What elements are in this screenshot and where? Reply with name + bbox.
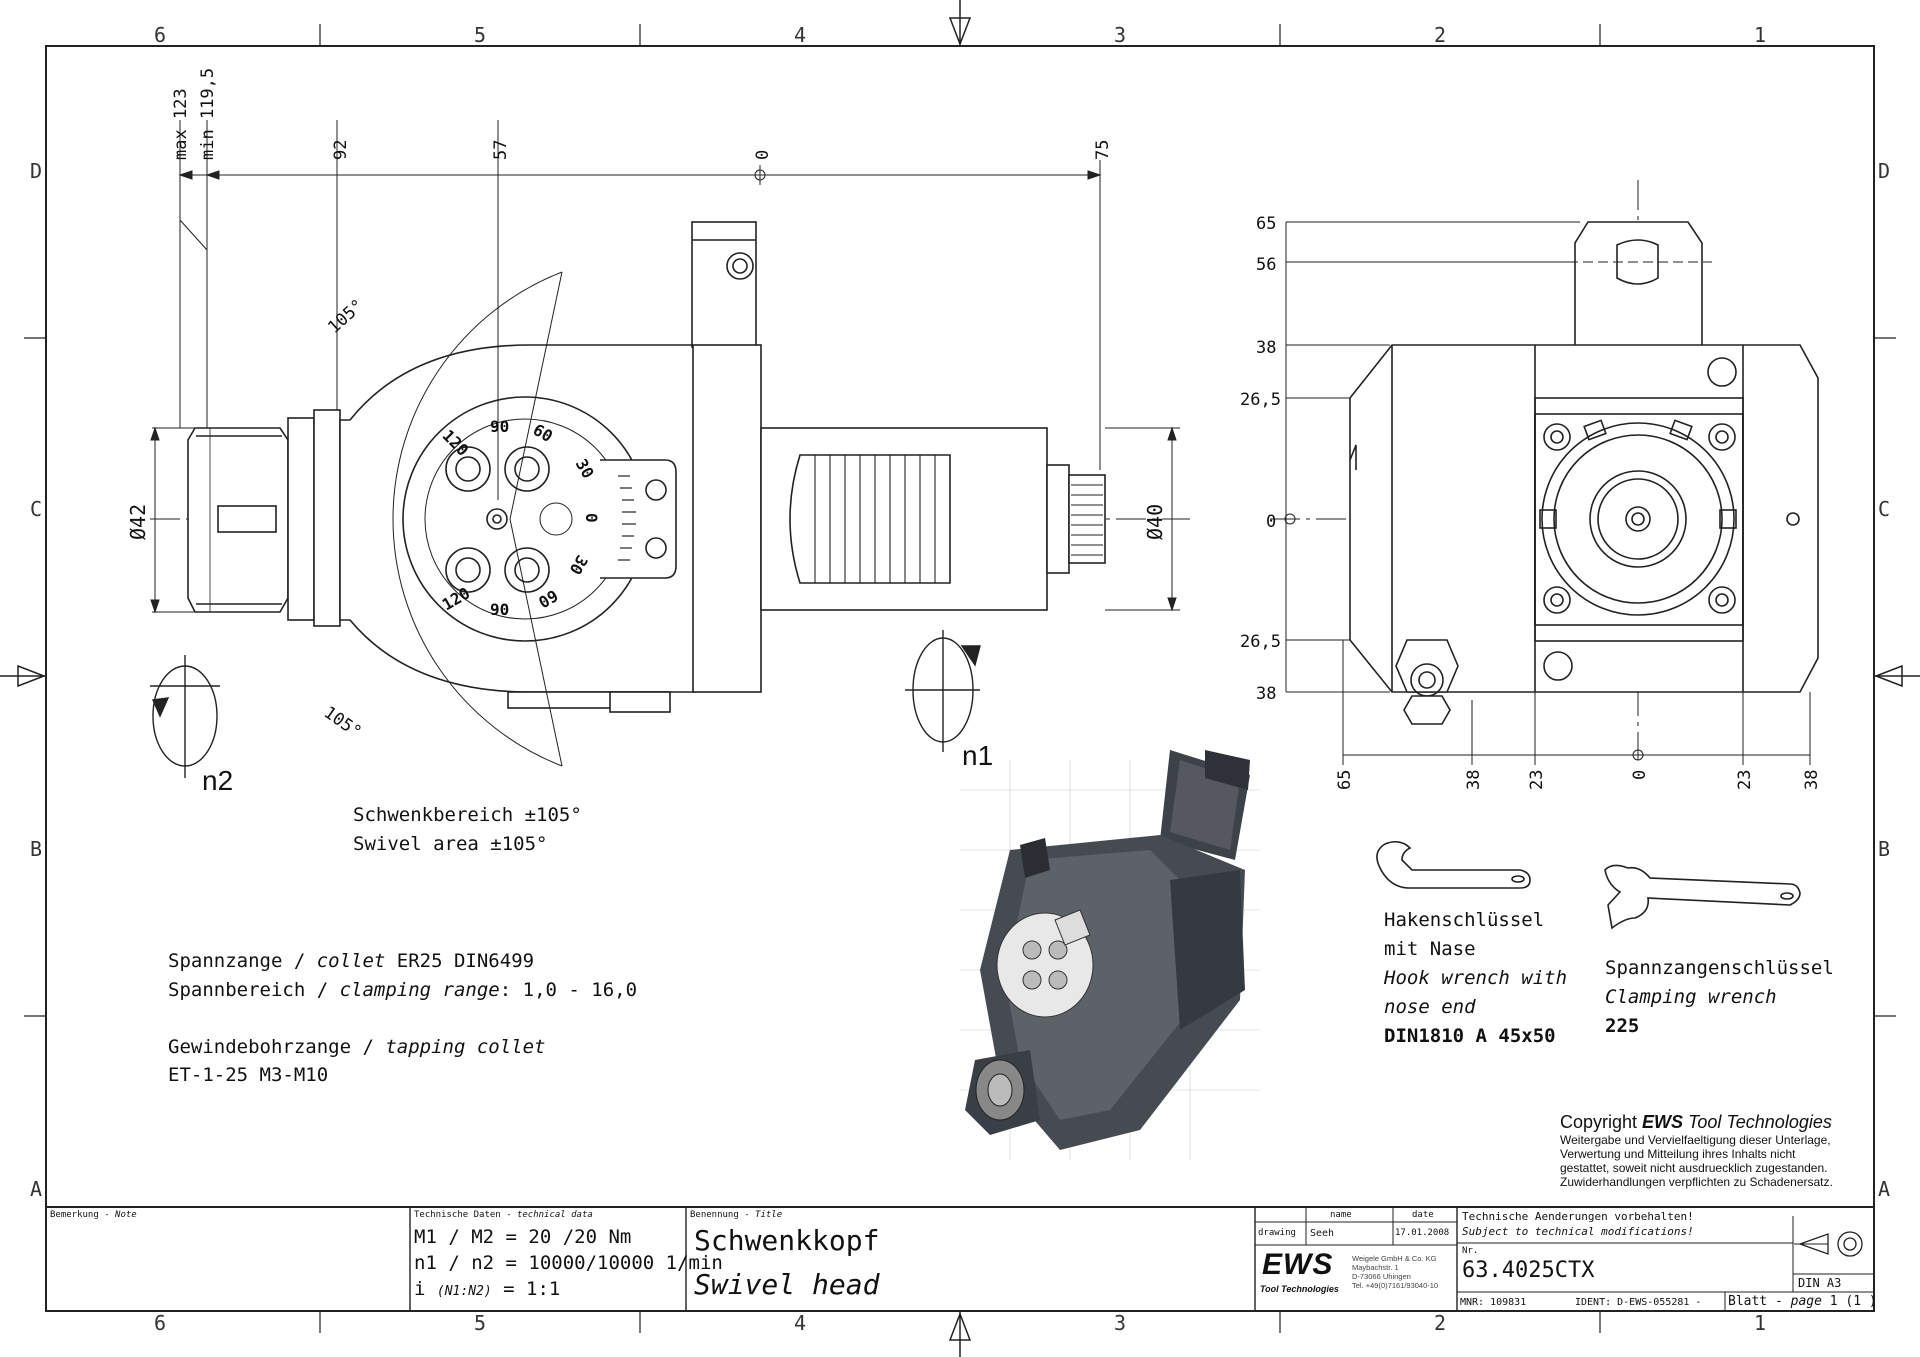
col-label-bottom: 3 <box>1114 1311 1126 1335</box>
frame-labels: 6 5 4 3 2 1 6 5 4 3 2 1 D C B A D C B A <box>30 23 1890 1335</box>
angle-top: 105° <box>324 296 368 338</box>
svg-text:38: 38 <box>1256 684 1276 704</box>
svg-text:26,5: 26,5 <box>1240 632 1281 652</box>
title-label: Benennung - Title <box>690 1210 783 1220</box>
dim-min-119: min 119,5 <box>198 68 218 160</box>
drawing-author: Seeh <box>1310 1228 1335 1239</box>
hook-wrench-icon <box>1376 840 1531 889</box>
material-number: MNR: 109831 <box>1460 1297 1527 1308</box>
svg-text:65: 65 <box>1256 214 1276 234</box>
col-label-bottom: 1 <box>1754 1311 1766 1335</box>
row-label-right: D <box>1878 159 1890 183</box>
note-label: Bemerkung - Note <box>50 1210 137 1220</box>
svg-text:0: 0 <box>582 513 601 523</box>
row-label-right: C <box>1878 497 1890 521</box>
top-bracket <box>691 221 757 348</box>
swivel-arc <box>392 271 563 767</box>
svg-text:38: 38 <box>1256 338 1276 358</box>
product-3d-render <box>960 750 1260 1160</box>
main-housing <box>692 344 762 693</box>
dim-57: 57 <box>491 140 511 160</box>
col-label-top: 2 <box>1434 23 1446 47</box>
clamping-wrench-label: Spannzangenschlüssel Clamping wrench 225 <box>1605 957 1834 1037</box>
svg-text:23: 23 <box>1527 770 1547 790</box>
label-n2: n2 <box>202 765 233 796</box>
row-label-left: B <box>30 837 42 861</box>
speed-spec: n1 / n2 = 10000/10000 1/min <box>414 1252 723 1274</box>
ews-logo-sub: Tool Technologies <box>1260 1284 1339 1294</box>
swivel-range-de: Schwenkbereich ±105° <box>353 804 582 826</box>
svg-text:38: 38 <box>1802 770 1822 790</box>
row-label-right: A <box>1878 1177 1890 1201</box>
clamping-range-spec: Spannbereich / clamping range: 1,0 - 16,… <box>168 979 638 1001</box>
drawing-title-de: Schwenkkopf <box>694 1224 880 1257</box>
svg-text:65: 65 <box>1335 770 1355 790</box>
side-view <box>1270 180 1820 765</box>
swivel-range-en: Swivel area ±105° <box>353 833 548 855</box>
label-n1: n1 <box>962 740 993 771</box>
svg-text:26,5: 26,5 <box>1240 390 1281 410</box>
modification-note-de: Technische Aenderungen vorbehalten! <box>1462 1210 1694 1223</box>
tech-data-label: Technische Daten - technical data <box>414 1210 593 1220</box>
dim-92: 92 <box>331 140 351 160</box>
svg-text:0: 0 <box>1266 512 1276 532</box>
drawing-title-en: Swivel head <box>694 1268 880 1301</box>
drawing-number: 63.4025CTX <box>1462 1258 1595 1283</box>
col-label-bottom: 5 <box>474 1311 486 1335</box>
svg-text:23: 23 <box>1735 770 1755 790</box>
tapping-collet-size: ET-1-25 M3-M10 <box>168 1064 329 1086</box>
copyright-notice: Copyright EWS Tool Technologies Weiterga… <box>1560 1112 1833 1189</box>
svg-text:0: 0 <box>1630 770 1650 780</box>
col-label-bottom: 6 <box>154 1311 166 1335</box>
front-view <box>150 120 1190 778</box>
ratio-spec: i (N1:N2) = 1:1 <box>414 1278 561 1300</box>
ews-logo: EWS <box>1262 1248 1334 1281</box>
svg-text:90: 90 <box>490 600 509 619</box>
row-label-left: D <box>30 159 42 183</box>
col-label-top: 3 <box>1114 23 1126 47</box>
modification-note-en: Subject to technical modifications! <box>1462 1225 1694 1238</box>
side-dimension-labels: 65 56 38 26,5 0 26,5 38 65 38 23 0 23 38 <box>1240 214 1822 790</box>
paper-format: DIN A3 <box>1798 1276 1842 1290</box>
row-drawing-label: drawing <box>1258 1228 1296 1238</box>
dim-dia42: Ø42 <box>126 504 150 540</box>
collet-spec: Spannzange / collet ER25 DIN6499 <box>168 950 535 972</box>
col-date-header: date <box>1412 1210 1434 1220</box>
svg-text:56: 56 <box>1256 255 1276 275</box>
title-block <box>46 1206 1874 1311</box>
rotation-symbol-n1 <box>905 630 981 752</box>
clamping-wrench-icon <box>1604 864 1801 930</box>
col-label-top: 1 <box>1754 23 1766 47</box>
dim-0: 0 <box>753 150 773 160</box>
col-label-bottom: 2 <box>1434 1311 1446 1335</box>
tapping-collet-spec: Gewindebohrzange / tapping collet <box>168 1036 546 1058</box>
col-label-bottom: 4 <box>794 1311 806 1335</box>
col-label-top: 6 <box>154 23 166 47</box>
number-label: Nr. <box>1462 1246 1479 1256</box>
svg-text:90: 90 <box>490 417 509 436</box>
col-label-top: 5 <box>474 23 486 47</box>
hook-wrench-label: Hakenschlüssel mit Nase Hook wrench with… <box>1384 909 1568 1047</box>
ident-number: IDENT: D-EWS-055281 - <box>1575 1297 1702 1308</box>
row-label-left: A <box>30 1177 42 1201</box>
dim-dia40: Ø40 <box>1143 504 1167 540</box>
row-label-left: C <box>30 497 42 521</box>
rotation-symbol-n2 <box>150 655 220 778</box>
company-address: Weigele GmbH & Co. KG Maybachstr. 1 D-73… <box>1352 1254 1439 1290</box>
sheet-page: Blatt - page 1 (1 ) <box>1728 1294 1877 1309</box>
angle-bottom: 105° <box>320 703 365 743</box>
col-name-header: name <box>1330 1210 1352 1220</box>
col-label-top: 4 <box>794 23 806 47</box>
drawing-date: 17.01.2008 <box>1395 1228 1450 1238</box>
torque-spec: M1 / M2 = 20 /20 Nm <box>414 1226 632 1248</box>
dim-75: 75 <box>1093 140 1113 160</box>
row-label-right: B <box>1878 837 1890 861</box>
dim-max-123: max 123 <box>171 88 191 160</box>
side-housing <box>1349 344 1819 693</box>
svg-text:38: 38 <box>1464 770 1484 790</box>
